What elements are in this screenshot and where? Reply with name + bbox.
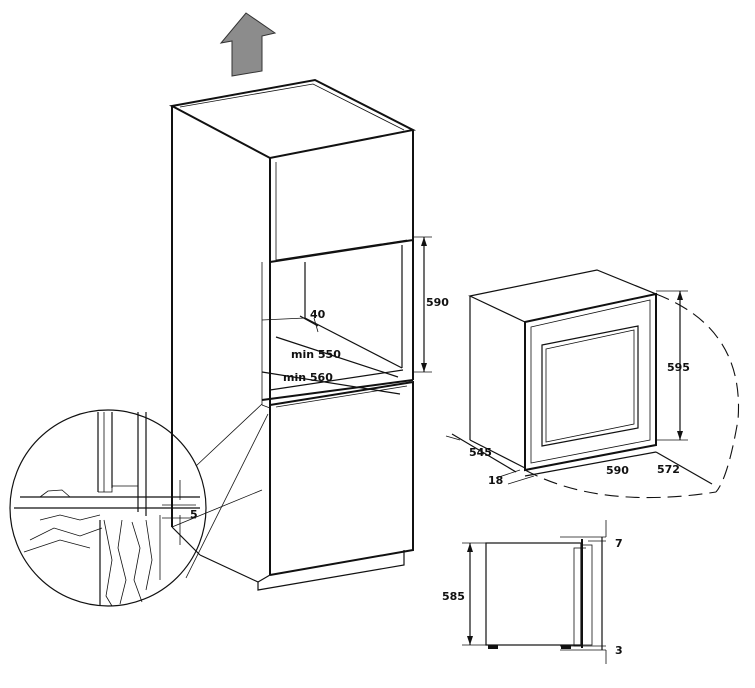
- oven-side-view: 585 7 3: [442, 520, 623, 664]
- oven-depth-label: 545: [469, 446, 492, 459]
- min-width-label: min 550: [291, 348, 341, 361]
- cabinet-dimensions: 590 40 min 550 min 560: [261, 236, 449, 395]
- top-offset-label: 7: [615, 537, 623, 550]
- detail-gap-label: 5: [190, 508, 198, 521]
- min-depth-label: min 560: [283, 371, 333, 384]
- oven-3d-drawing: 595 545 18 590 572: [445, 269, 740, 499]
- depth-gap-label: 40: [310, 308, 326, 321]
- oven-height-label: 595: [667, 361, 690, 374]
- bottom-offset-label: 3: [615, 644, 623, 657]
- door-thickness-label: 18: [488, 474, 503, 487]
- cabinet-drawing: [168, 78, 417, 591]
- detail-circle: 5: [9, 403, 269, 607]
- door-swing-label: 572: [657, 463, 680, 476]
- oven-width-label: 590: [606, 464, 629, 477]
- niche-height-label: 590: [426, 296, 449, 309]
- side-height-label: 585: [442, 590, 465, 603]
- ventilation-arrow-icon: [219, 12, 277, 77]
